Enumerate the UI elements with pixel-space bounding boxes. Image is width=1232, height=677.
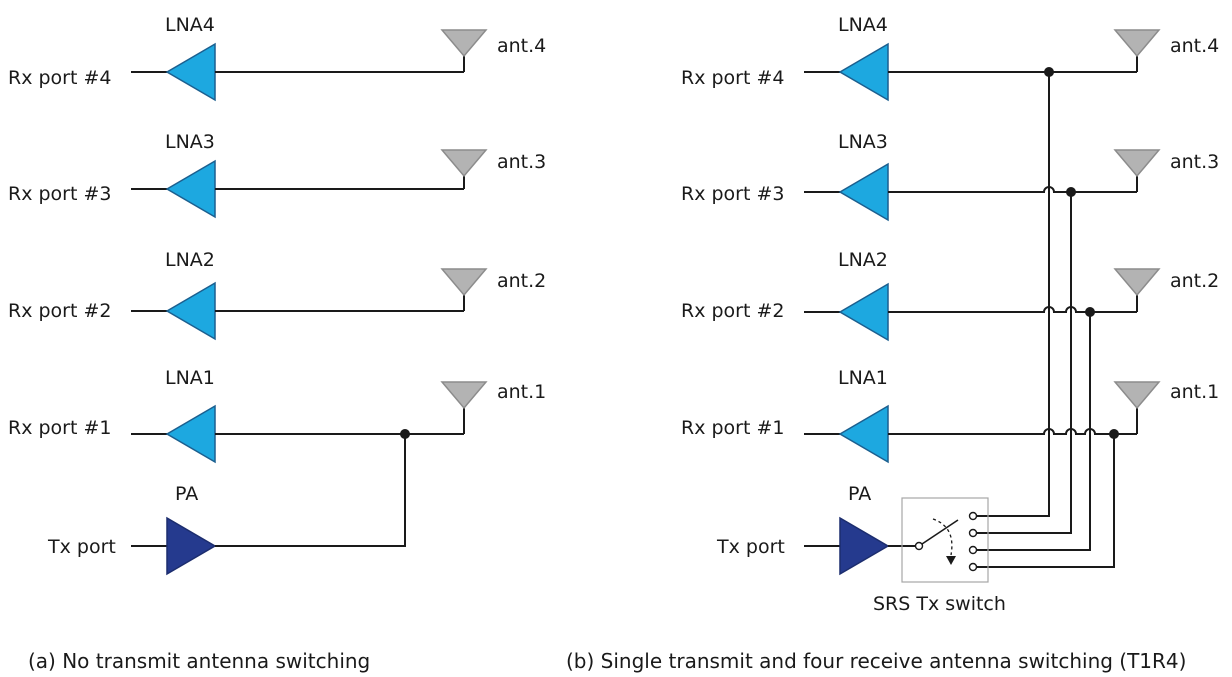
antenna-1-icon (440, 381, 488, 410)
antenna-2-icon (440, 268, 488, 297)
srs-tx-switch (901, 497, 989, 583)
antenna-4-icon (1113, 29, 1161, 58)
tx-port-label: Tx port (47, 536, 116, 558)
lna2-amplifier (838, 282, 889, 342)
lna3-label: LNA3 (165, 131, 215, 153)
lna1-label: LNA1 (165, 367, 215, 389)
lna4-label: LNA4 (838, 14, 888, 36)
caption-a: (a) No transmit antenna switching (28, 649, 370, 673)
tx-port-label: Tx port (716, 536, 785, 558)
lna1-label: LNA1 (838, 367, 888, 389)
antenna-3-icon (440, 149, 488, 178)
rx-port-2-label: Rx port #2 (681, 300, 784, 322)
panel-a: Rx port #4 LNA4 ant.4 Rx port #3 LNA3 an… (8, 14, 546, 673)
rx-port-4-label: Rx port #4 (8, 67, 111, 89)
ant3-label: ant.3 (1170, 151, 1219, 173)
ant4-label: ant.4 (1170, 35, 1219, 57)
antenna-1-icon (1113, 381, 1161, 410)
ant3-label: ant.3 (497, 151, 546, 173)
ant2-label: ant.2 (1170, 270, 1219, 292)
junction-dot-2 (1085, 307, 1095, 317)
ant4-label: ant.4 (497, 35, 546, 57)
panel-b: Rx port #4 LNA4 ant.4 Rx port #3 LNA3 an… (566, 14, 1219, 673)
pa-amplifier (839, 516, 890, 576)
ant1-label: ant.1 (497, 381, 546, 403)
junction-dot-4 (1044, 67, 1054, 77)
lna2-amplifier (165, 281, 216, 341)
antenna-4-icon (440, 29, 488, 58)
lna3-label: LNA3 (838, 131, 888, 153)
junction-dot-3 (1066, 187, 1076, 197)
lna4-label: LNA4 (165, 14, 215, 36)
antenna-2-icon (1113, 268, 1161, 297)
lna4-amplifier (838, 42, 889, 102)
ant1-label: ant.1 (1170, 381, 1219, 403)
lna1-amplifier (838, 404, 889, 464)
pa-label: PA (175, 483, 198, 505)
junction-dot-1 (1109, 429, 1119, 439)
pa-label: PA (848, 483, 871, 505)
lna1-amplifier (165, 404, 216, 464)
lna3-amplifier (838, 162, 889, 222)
switch-box (901, 497, 989, 583)
rx-port-3-label: Rx port #3 (681, 183, 784, 205)
rx-port-4-label: Rx port #4 (681, 67, 784, 89)
rx-port-1-label: Rx port #1 (681, 417, 784, 439)
pa-amplifier (166, 516, 217, 576)
rx-port-2-label: Rx port #2 (8, 300, 111, 322)
rx-port-1-label: Rx port #1 (8, 417, 111, 439)
srs-tx-switch-label: SRS Tx switch (873, 593, 1006, 615)
lna4-amplifier (165, 42, 216, 102)
lna2-label: LNA2 (838, 249, 888, 271)
rx-port-3-label: Rx port #3 (8, 183, 111, 205)
lna3-amplifier (165, 159, 216, 219)
caption-b: (b) Single transmit and four receive ant… (566, 649, 1186, 673)
antenna-3-icon (1113, 149, 1161, 178)
lna2-label: LNA2 (165, 249, 215, 271)
switch-arrow-icon (932, 518, 953, 556)
ant2-label: ant.2 (497, 270, 546, 292)
